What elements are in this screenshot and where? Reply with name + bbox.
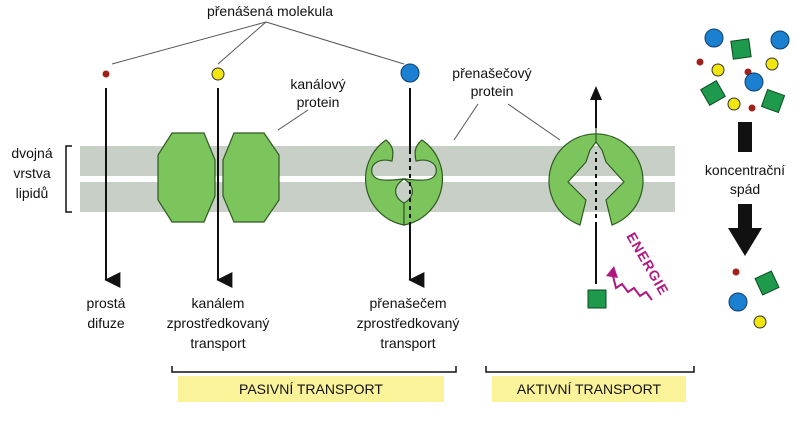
energy-label: ENERGIE — [623, 230, 672, 299]
bilayer-label-2: vrstva — [13, 165, 51, 181]
large-molecule — [400, 63, 420, 83]
channel-protein-leader — [277, 109, 309, 131]
channel-protein — [157, 132, 280, 223]
high-concentration-molecules — [696, 28, 790, 114]
channel-protein-right — [222, 132, 280, 223]
passive-band — [178, 376, 444, 402]
gradient-label-1: koncentrační — [705, 162, 785, 178]
carrier-protein-label-1: přenašečový — [452, 65, 531, 81]
bilayer-label-1: dvojná — [11, 145, 52, 161]
molecule-leader-lines — [111, 21, 405, 65]
active-transport-arrowhead — [590, 86, 602, 100]
channel-transport-label-3: transport — [190, 335, 245, 351]
simple-diffusion-label-1: prostá — [87, 295, 126, 311]
carrier-protein-active — [548, 127, 644, 226]
passive-bracket — [171, 366, 457, 373]
carrier-passive-right — [401, 139, 444, 226]
channel-protein-label-1: kanálový — [290, 76, 345, 92]
energy-arrowhead — [606, 266, 618, 278]
transported-square-molecule — [587, 289, 607, 309]
bilayer-label-3: lipidů — [16, 185, 49, 201]
channel-protein-label-2: protein — [297, 94, 340, 110]
active-label: AKTIVNÍ TRANSPORT — [517, 381, 662, 397]
channel-transport-label-1: kanálem — [192, 295, 245, 311]
active-band — [492, 376, 686, 402]
gradient-arrow-shaft-upper — [738, 122, 752, 152]
medium-molecule — [211, 67, 225, 81]
carrier-active-body — [548, 133, 644, 226]
passive-label: PASIVNÍ TRANSPORT — [239, 381, 383, 397]
active-bracket — [485, 366, 695, 373]
carrier-protein-leaders — [453, 103, 561, 141]
bilayer-bracket — [65, 145, 72, 213]
carrier-protein-label-2: protein — [471, 83, 514, 99]
carrier-passive-left — [364, 139, 407, 226]
gradient-label-2: spád — [730, 181, 760, 197]
channel-protein-left — [157, 132, 216, 223]
gradient-arrow-shaft-lower — [738, 204, 752, 230]
carrier-transport-label-3: transport — [380, 335, 435, 351]
carrier-transport-label-1: přenašečem — [369, 295, 446, 311]
carrier-protein-passive — [364, 139, 444, 226]
molecule-label: přenášená molekula — [207, 3, 333, 19]
energy-squiggle-arrow — [611, 271, 653, 301]
gradient-arrowhead — [728, 228, 762, 256]
channel-transport-label-2: zprostředkovaný — [167, 315, 270, 331]
small-molecule — [102, 70, 110, 78]
simple-diffusion-label-2: difuze — [87, 315, 125, 331]
low-concentration-molecules — [728, 268, 780, 329]
carrier-transport-label-2: zprostředkovaný — [357, 315, 460, 331]
